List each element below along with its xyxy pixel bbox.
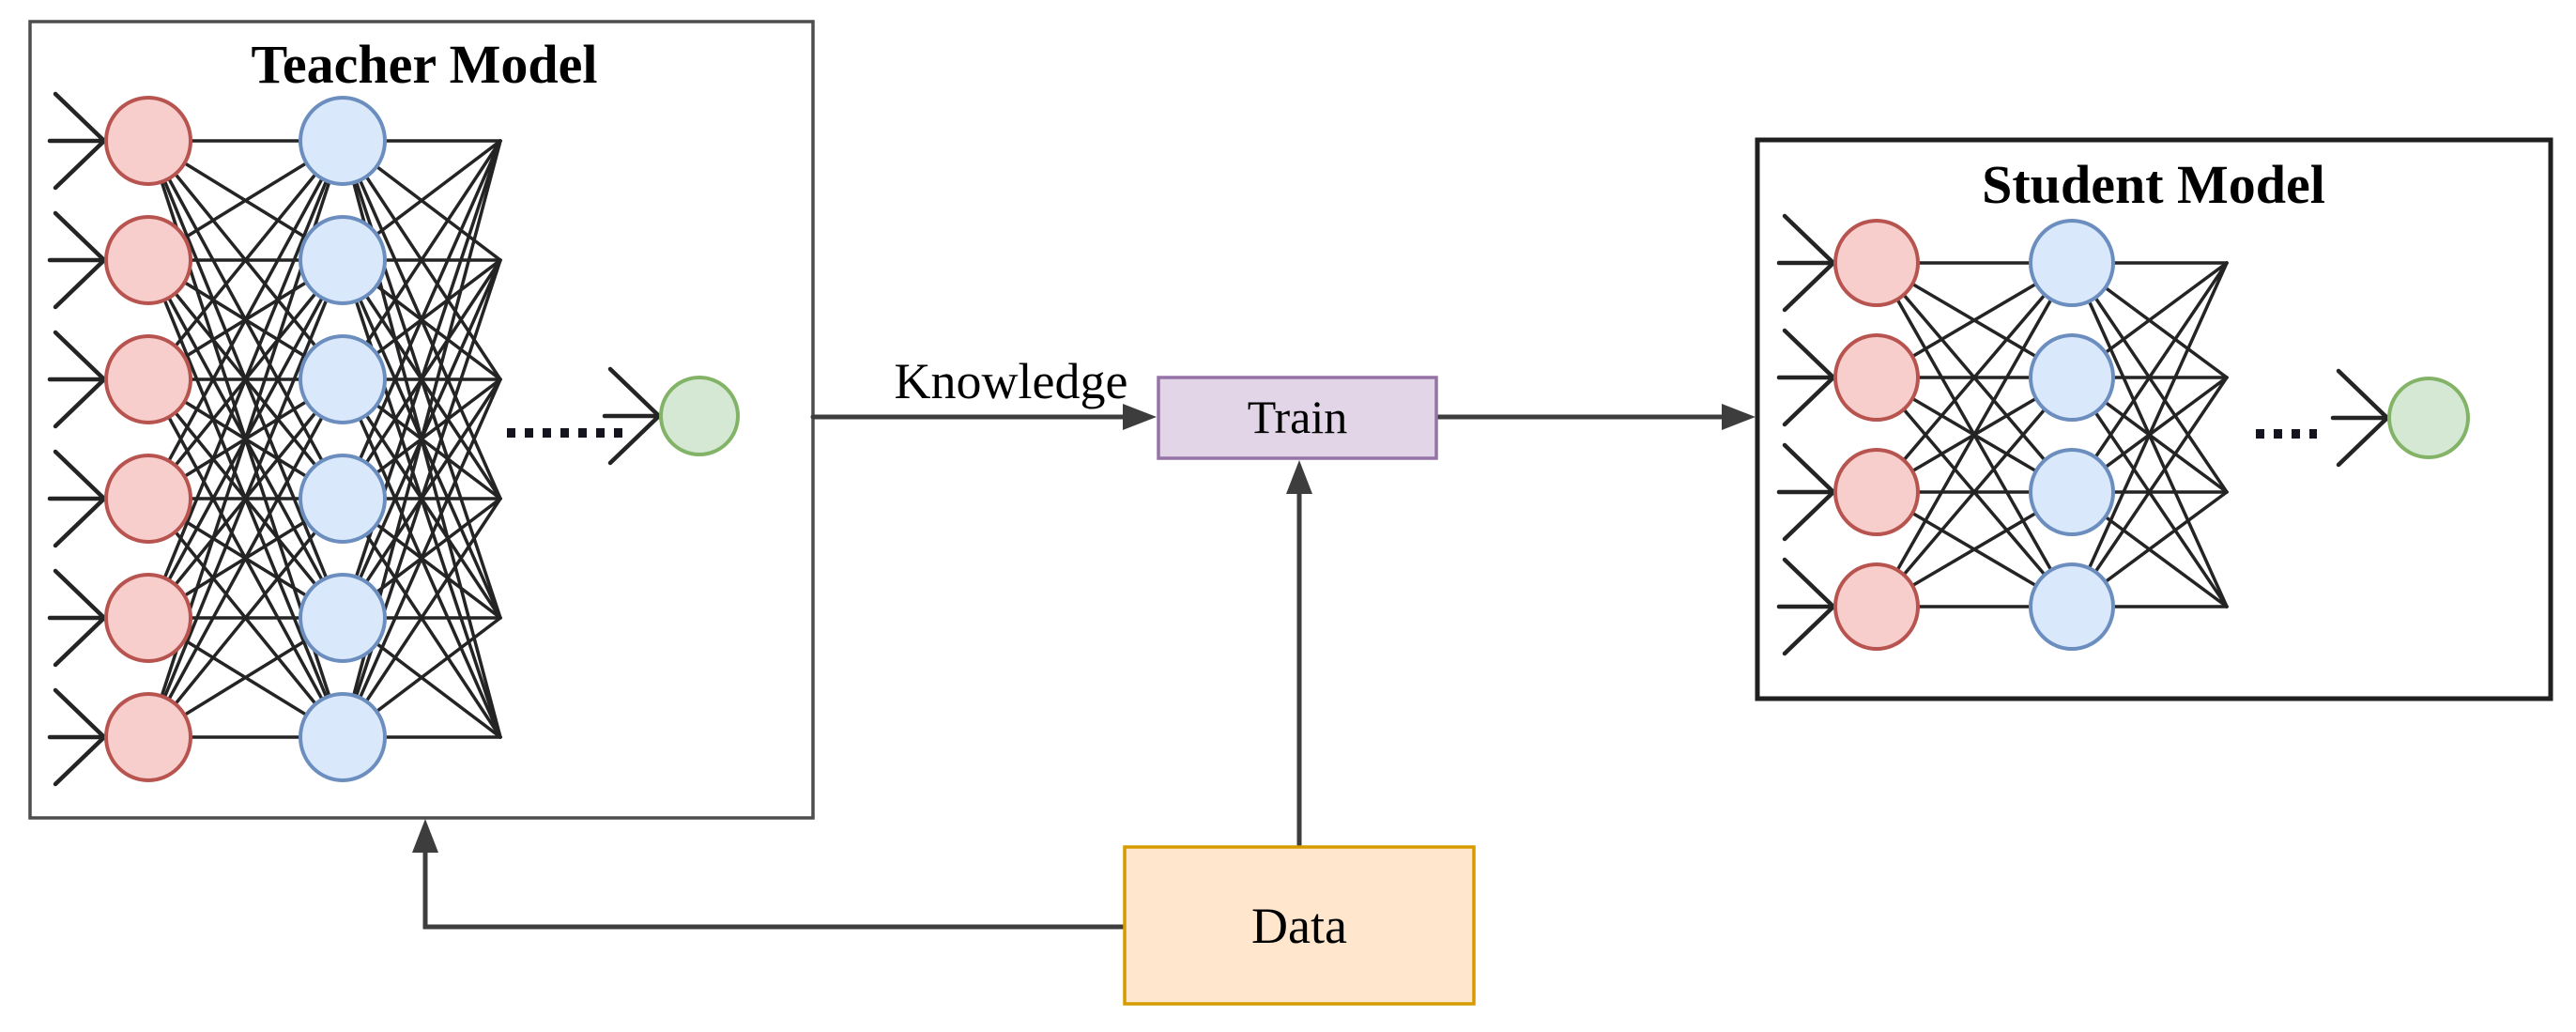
connector-arrows-group: Knowledge	[412, 353, 1756, 930]
train-box-label: Train	[1248, 391, 1348, 443]
student-input-arrow	[1782, 442, 1836, 495]
teacher-hidden-node	[299, 215, 387, 305]
teacher-input-node	[104, 334, 192, 424]
student-model-box	[1755, 137, 2553, 701]
student-edge	[2070, 261, 2229, 608]
teacher-input-arrow	[53, 615, 107, 668]
teacher-edge	[146, 139, 345, 501]
teacher-edge	[341, 258, 502, 739]
teacher-hidden-node	[299, 96, 387, 186]
knowledge-arrowhead	[1123, 404, 1157, 430]
knowledge-label: Knowledge	[895, 353, 1128, 409]
student-edge	[1875, 261, 2074, 608]
teacher-input-arrow	[53, 496, 107, 548]
student-input-arrow	[1782, 557, 1836, 609]
data-to-teacher-feedback-line	[422, 851, 1125, 930]
teacher-input-node	[104, 692, 192, 782]
teacher-input-arrow	[53, 210, 107, 263]
teacher-hidden-node	[299, 334, 387, 424]
teacher-input-arrow	[53, 568, 107, 621]
student-input-arrow	[1782, 260, 1836, 313]
data-box	[1123, 845, 1476, 1006]
teacher-edge	[146, 258, 345, 739]
student-model-group: Student Model	[1755, 137, 2553, 701]
teacher-hidden-node	[299, 573, 387, 663]
student-output-arrow	[2336, 415, 2390, 468]
student-hidden-node	[2029, 448, 2115, 536]
student-edge	[2070, 261, 2229, 494]
teacher-edge	[341, 497, 502, 739]
teacher-edge	[341, 139, 502, 620]
teacher-input-arrow	[53, 138, 107, 191]
teacher-hidden-node	[299, 692, 387, 782]
teacher-edge	[146, 139, 345, 381]
train-box	[1157, 376, 1438, 460]
teacher-input-arrow	[53, 449, 107, 501]
teacher-edge	[341, 139, 502, 381]
teacher-edge	[341, 139, 502, 501]
data-box-group: Data	[1123, 845, 1476, 1006]
data-to-train-arrowhead	[1286, 460, 1312, 494]
teacher-input-node	[104, 454, 192, 544]
student-input-arrow	[1782, 489, 1836, 542]
student-input-node	[1833, 562, 1920, 651]
teacher-input-node	[104, 215, 192, 305]
teacher-input-arrow	[53, 734, 107, 787]
train-box-group: Train	[1157, 376, 1438, 460]
student-edge	[2070, 376, 2229, 608]
student-edge	[1875, 261, 2074, 494]
teacher-input-arrow	[53, 257, 107, 310]
teacher-output-node	[659, 376, 740, 456]
student-input-node	[1833, 333, 1920, 422]
student-input-arrow	[1782, 604, 1836, 656]
teacher-edge	[146, 497, 345, 739]
student-input-arrow	[1782, 213, 1836, 266]
teacher-input-arrow	[53, 687, 107, 740]
teacher-input-arrow	[53, 377, 107, 429]
student-output-arrow	[2336, 368, 2390, 421]
student-model-title: Student Model	[1982, 154, 2325, 215]
teacher-model-box	[28, 20, 815, 820]
student-hidden-node	[2029, 219, 2115, 307]
student-input-node	[1833, 219, 1920, 307]
teacher-hidden-node	[299, 454, 387, 544]
data-box-label: Data	[1251, 898, 1347, 954]
student-input-arrow	[1782, 328, 1836, 380]
teacher-edge	[146, 377, 345, 739]
student-input-arrow	[1782, 375, 1836, 427]
teacher-model-group: Teacher Model	[28, 20, 815, 820]
train-to-student-arrowhead	[1722, 404, 1756, 430]
teacher-input-node	[104, 96, 192, 186]
teacher-edge	[146, 139, 345, 620]
student-hidden-node	[2029, 333, 2115, 422]
data-to-teacher-arrowhead	[412, 819, 438, 853]
student-edge	[1875, 376, 2074, 608]
teacher-input-arrow	[53, 91, 107, 144]
student-input-node	[1833, 448, 1920, 536]
teacher-output-arrow	[607, 366, 662, 419]
teacher-edge	[341, 377, 502, 739]
teacher-input-node	[104, 573, 192, 663]
teacher-model-title: Teacher Model	[252, 34, 598, 95]
student-hidden-node	[2029, 562, 2115, 651]
teacher-input-arrow	[53, 330, 107, 382]
teacher-output-arrow	[607, 413, 662, 466]
student-output-node	[2387, 377, 2470, 459]
